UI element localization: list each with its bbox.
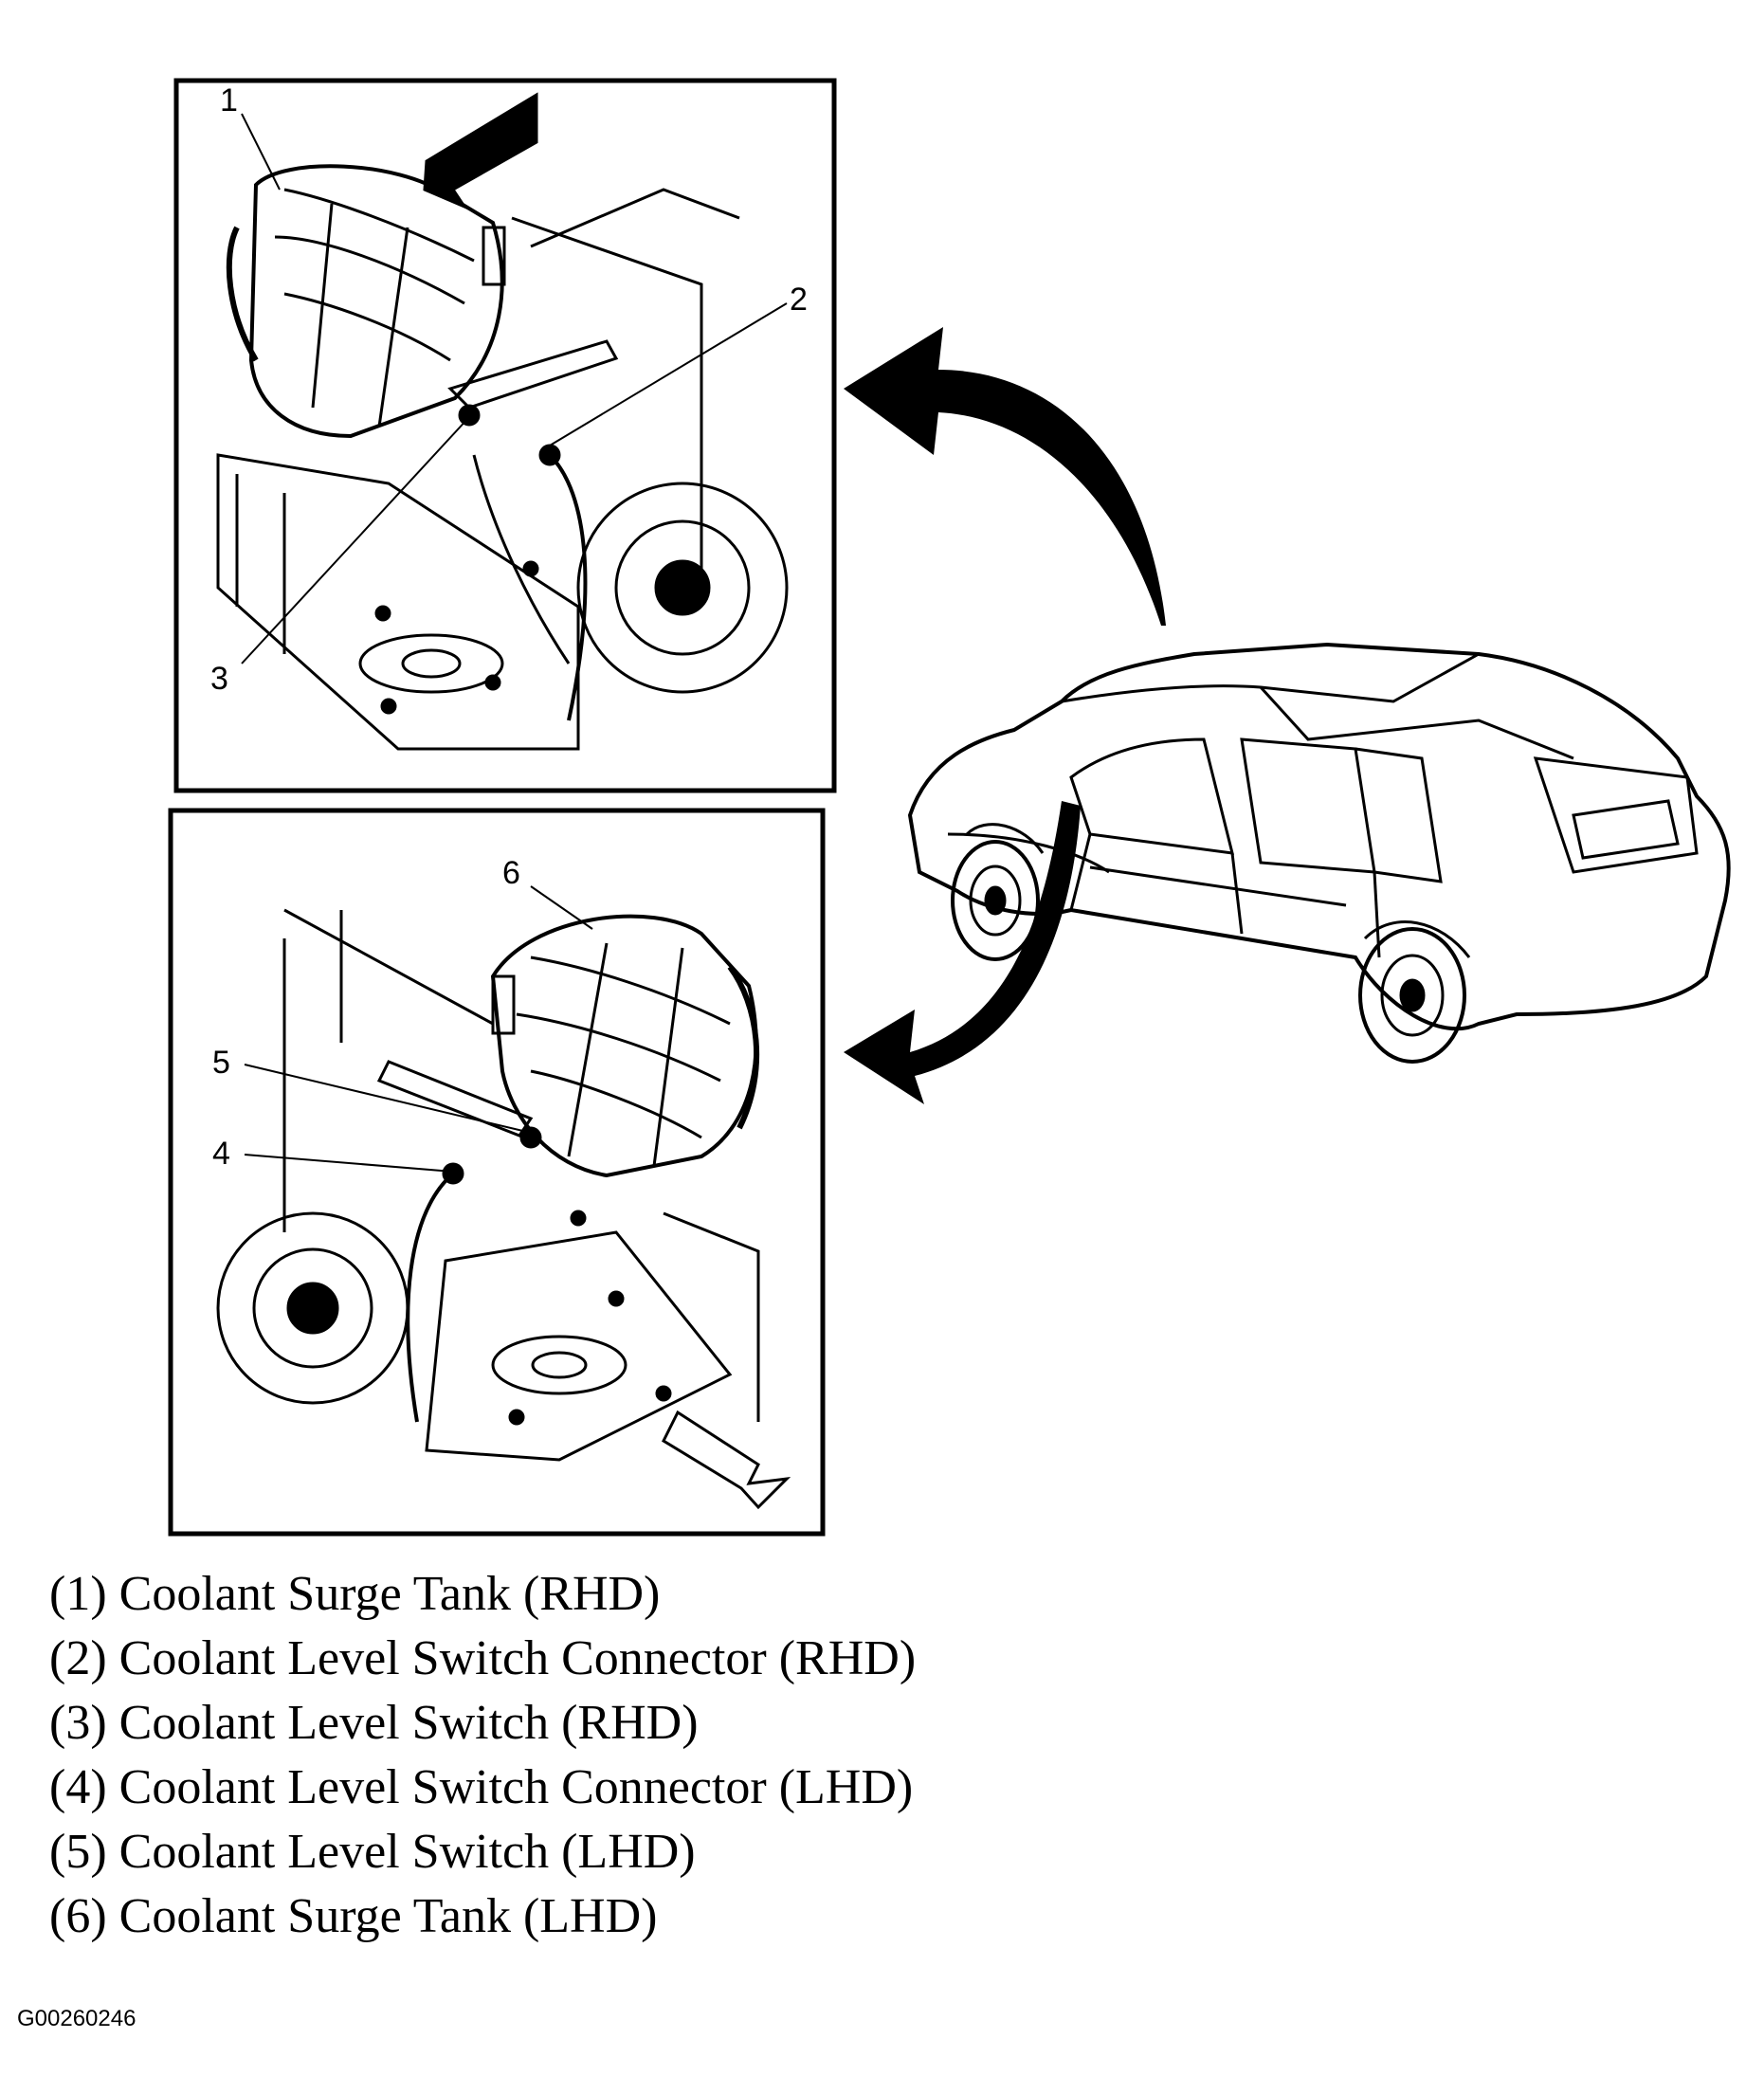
rhd-inset-panel bbox=[173, 78, 837, 793]
legend-item-4: (4) Coolant Level Switch Connector (LHD) bbox=[49, 1760, 914, 1814]
callout-6: 6 bbox=[502, 855, 520, 891]
legend-item-3: (3) Coolant Level Switch (RHD) bbox=[49, 1696, 699, 1750]
callout-4: 4 bbox=[212, 1136, 230, 1172]
callout-3: 3 bbox=[210, 661, 228, 697]
legend-item-1: (1) Coolant Surge Tank (RHD) bbox=[49, 1567, 661, 1621]
figure-id: G00260246 bbox=[17, 2006, 136, 2031]
lhd-inset-panel bbox=[168, 808, 826, 1537]
pointer-arrows bbox=[844, 327, 1166, 1104]
callout-1: 1 bbox=[220, 82, 238, 118]
legend-item-2: (2) Coolant Level Switch Connector (RHD) bbox=[49, 1631, 917, 1685]
legend-list: (1) Coolant Surge Tank (RHD) (2) Coolant… bbox=[49, 1562, 916, 1949]
legend-item-6: (6) Coolant Surge Tank (LHD) bbox=[49, 1889, 658, 1943]
legend-item-5: (5) Coolant Level Switch (LHD) bbox=[49, 1825, 696, 1879]
callout-5: 5 bbox=[212, 1045, 230, 1081]
vehicle-illustration bbox=[907, 642, 1731, 1064]
callout-2: 2 bbox=[790, 282, 808, 318]
